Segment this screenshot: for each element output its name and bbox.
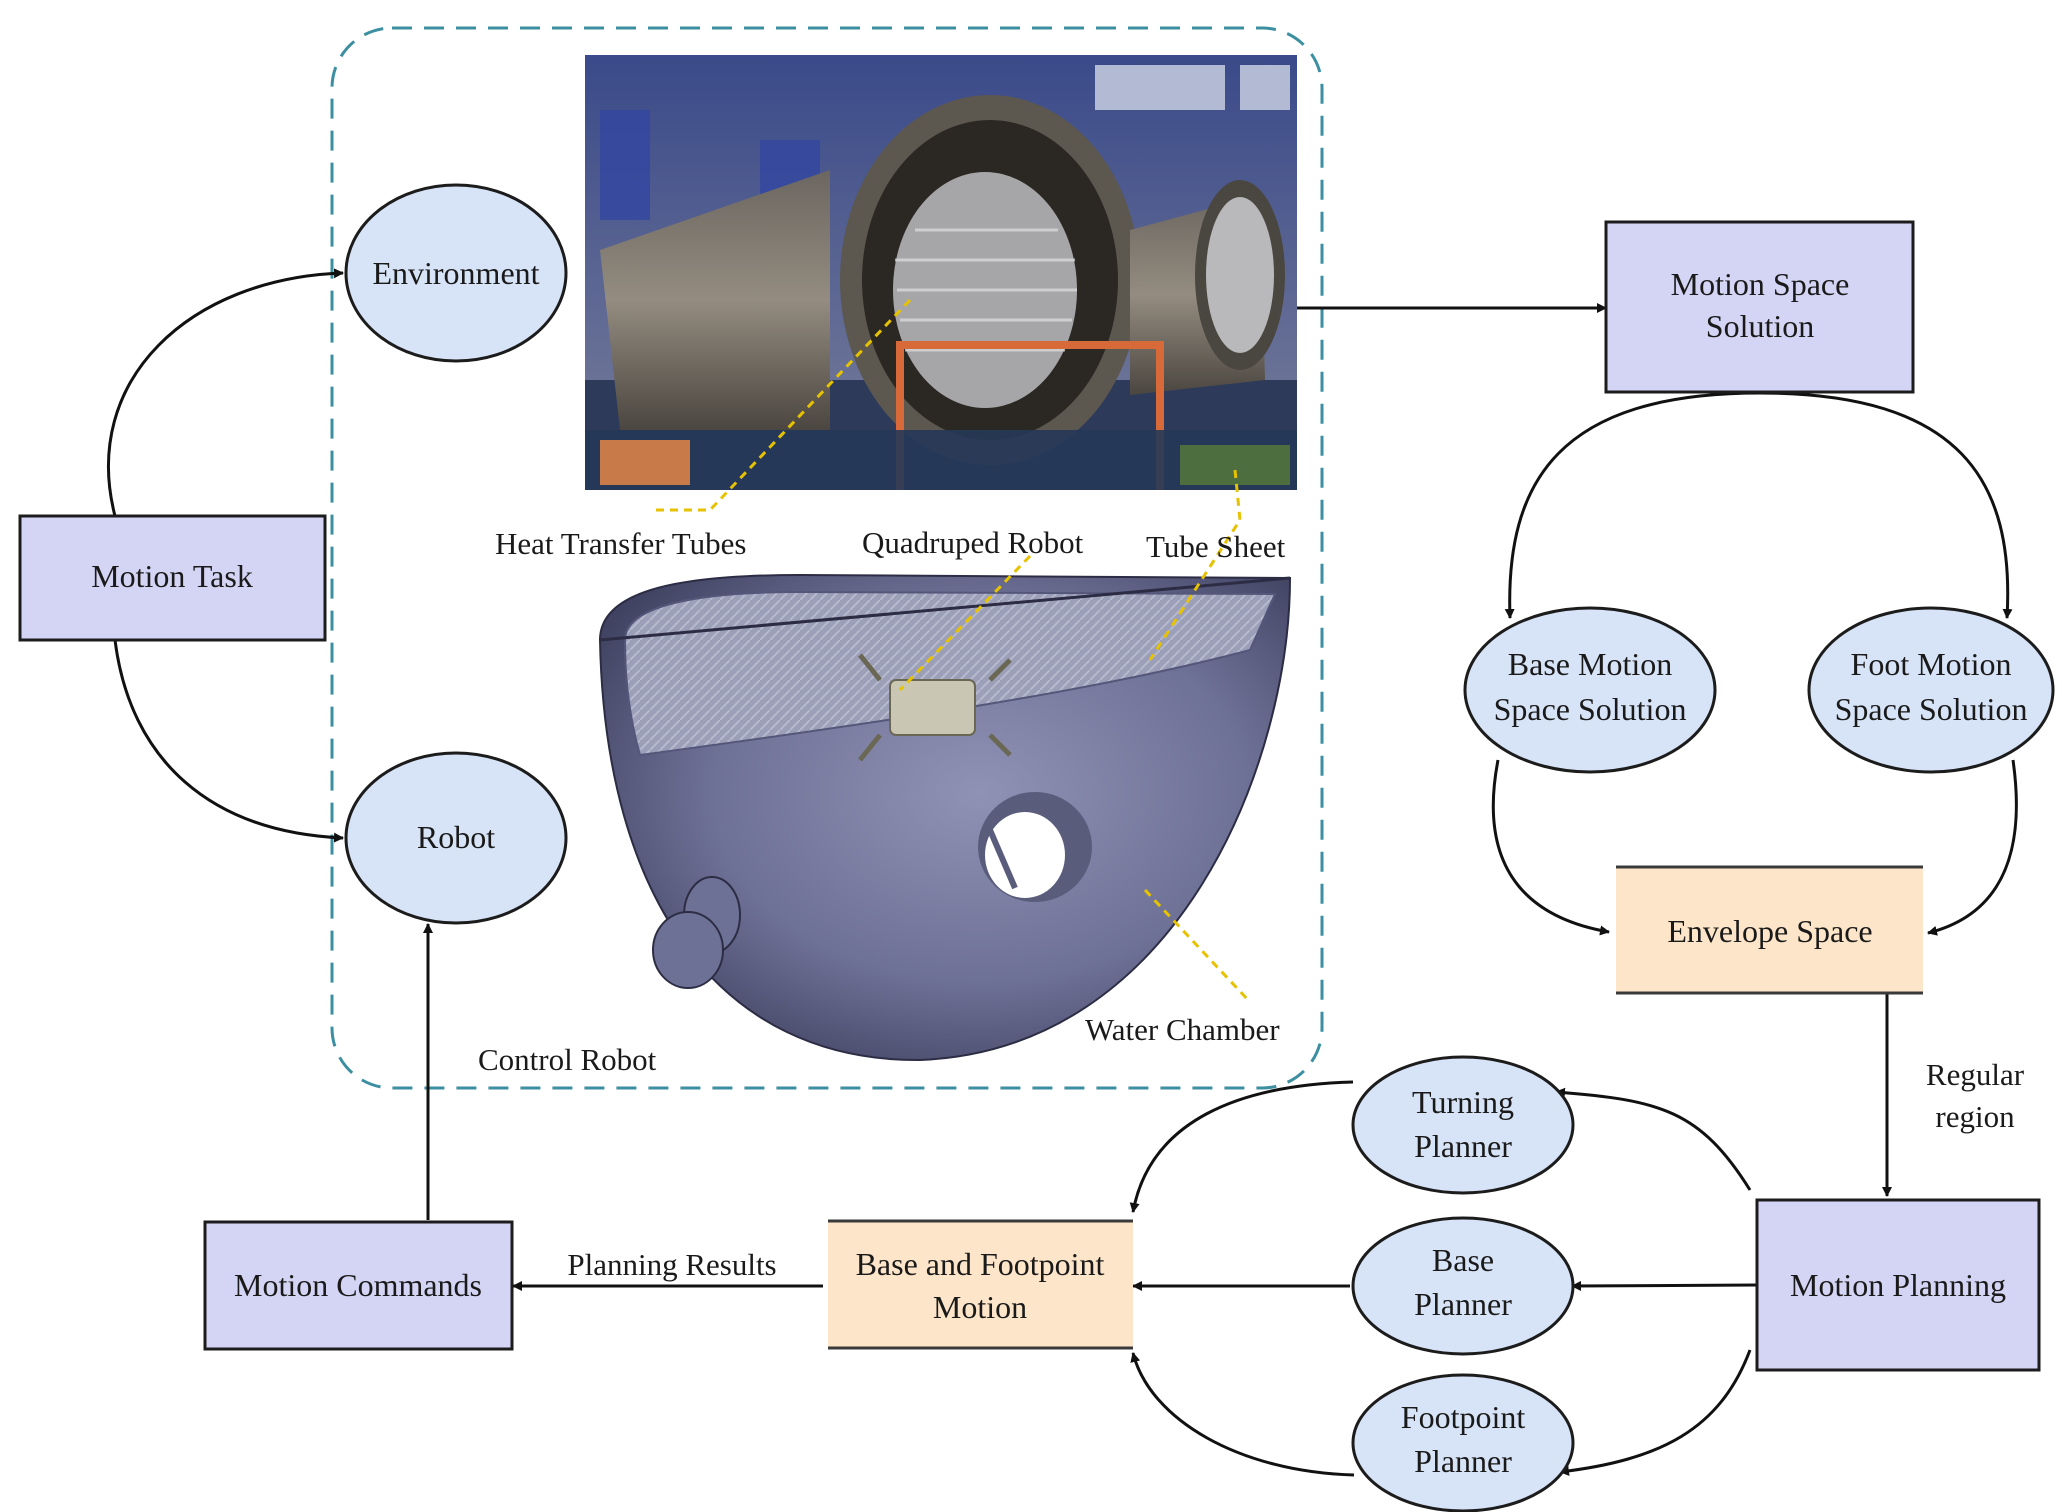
arrow-turning-to-motion [1129,1080,1354,1213]
arrow-task-to-environment [107,268,344,517]
environment-robot-frame [330,26,1324,1090]
node-base-planner: Base Planner [1351,1216,1575,1356]
regular-region-label: Regular region [1926,1057,2025,1134]
node-environment: Environment [344,183,568,363]
node-robot: Robot [344,751,568,925]
arrow-base-to-envelope [1491,759,1610,936]
node-envelope-space: Envelope Space [1616,865,1923,995]
base-planner-line2: Planner [1414,1286,1512,1322]
label-water-chamber: Water Chamber [1085,1012,1280,1047]
arrow-solution-to-base [1504,391,1761,619]
foot-motion-line2: Space Solution [1835,691,2028,727]
foot-motion-line1: Foot Motion [1851,646,2012,682]
quadruped-robot-model [858,653,1012,762]
arrow-task-to-robot [113,639,344,843]
node-base-motion-space-solution: Base Motion Space Solution [1463,606,1717,774]
motion-space-solution-line1: Motion Space [1671,266,1850,302]
robot-label: Robot [417,819,495,855]
leader-tube-sheet [1148,469,1242,661]
footpoint-planner-line2: Planner [1414,1443,1512,1479]
arrow-solution-to-foot [1759,391,2013,619]
base-footpoint-motion-line2: Motion [933,1289,1027,1325]
arrow-foot-to-envelope [1927,759,2018,936]
leader-quadruped-robot [898,554,1032,692]
motion-commands-label: Motion Commands [234,1267,482,1303]
base-planner-line1: Base [1432,1242,1494,1278]
node-motion-task: Motion Task [18,514,327,642]
node-foot-motion-space-solution: Foot Motion Space Solution [1807,606,2055,774]
water-chamber-render [598,573,1292,1062]
motion-task-label: Motion Task [91,558,253,594]
base-motion-line1: Base Motion [1508,646,1672,682]
regular-region-line1: Regular [1926,1057,2025,1092]
label-planning-results: Planning Results [567,1247,776,1282]
arrow-planning-to-footpoint [1559,1349,1752,1476]
label-control-robot: Control Robot [478,1042,657,1077]
label-tube-sheet: Tube Sheet [1146,529,1286,564]
envelope-space-label: Envelope Space [1667,913,1872,949]
base-footpoint-motion-line1: Base and Footpoint [856,1246,1105,1282]
footpoint-planner-line1: Footpoint [1401,1399,1526,1435]
node-motion-space-solution: Motion Space Solution [1604,220,1915,394]
arrow-planning-to-base-planner [1571,1280,1758,1291]
environment-label: Environment [372,255,539,291]
motion-planning-label: Motion Planning [1790,1267,2006,1303]
node-base-and-footpoint-motion: Base and Footpoint Motion [828,1219,1133,1350]
steam-generator-photo [585,55,1297,490]
leader-water-chamber [1143,888,1252,1004]
label-quadruped-robot: Quadruped Robot [862,525,1084,560]
node-turning-planner: Turning Planner [1351,1055,1575,1195]
base-motion-line2: Space Solution [1494,691,1687,727]
leader-heat-transfer-tubes [650,298,912,512]
arrow-planning-to-turning [1555,1087,1752,1191]
node-footpoint-planner: Footpoint Planner [1351,1373,1575,1512]
callout-leaders [650,298,1252,1004]
turning-planner-line2: Planner [1414,1128,1512,1164]
regular-region-line2: region [1935,1099,2015,1134]
label-heat-transfer-tubes: Heat Transfer Tubes [495,526,746,561]
node-motion-planning: Motion Planning [1755,1198,2041,1372]
node-motion-commands: Motion Commands [203,1220,514,1351]
connector-arrows [107,268,2018,1477]
turning-planner-line1: Turning [1412,1084,1514,1120]
motion-space-solution-line2: Solution [1706,308,1814,344]
arrow-footpoint-to-motion [1130,1352,1355,1477]
